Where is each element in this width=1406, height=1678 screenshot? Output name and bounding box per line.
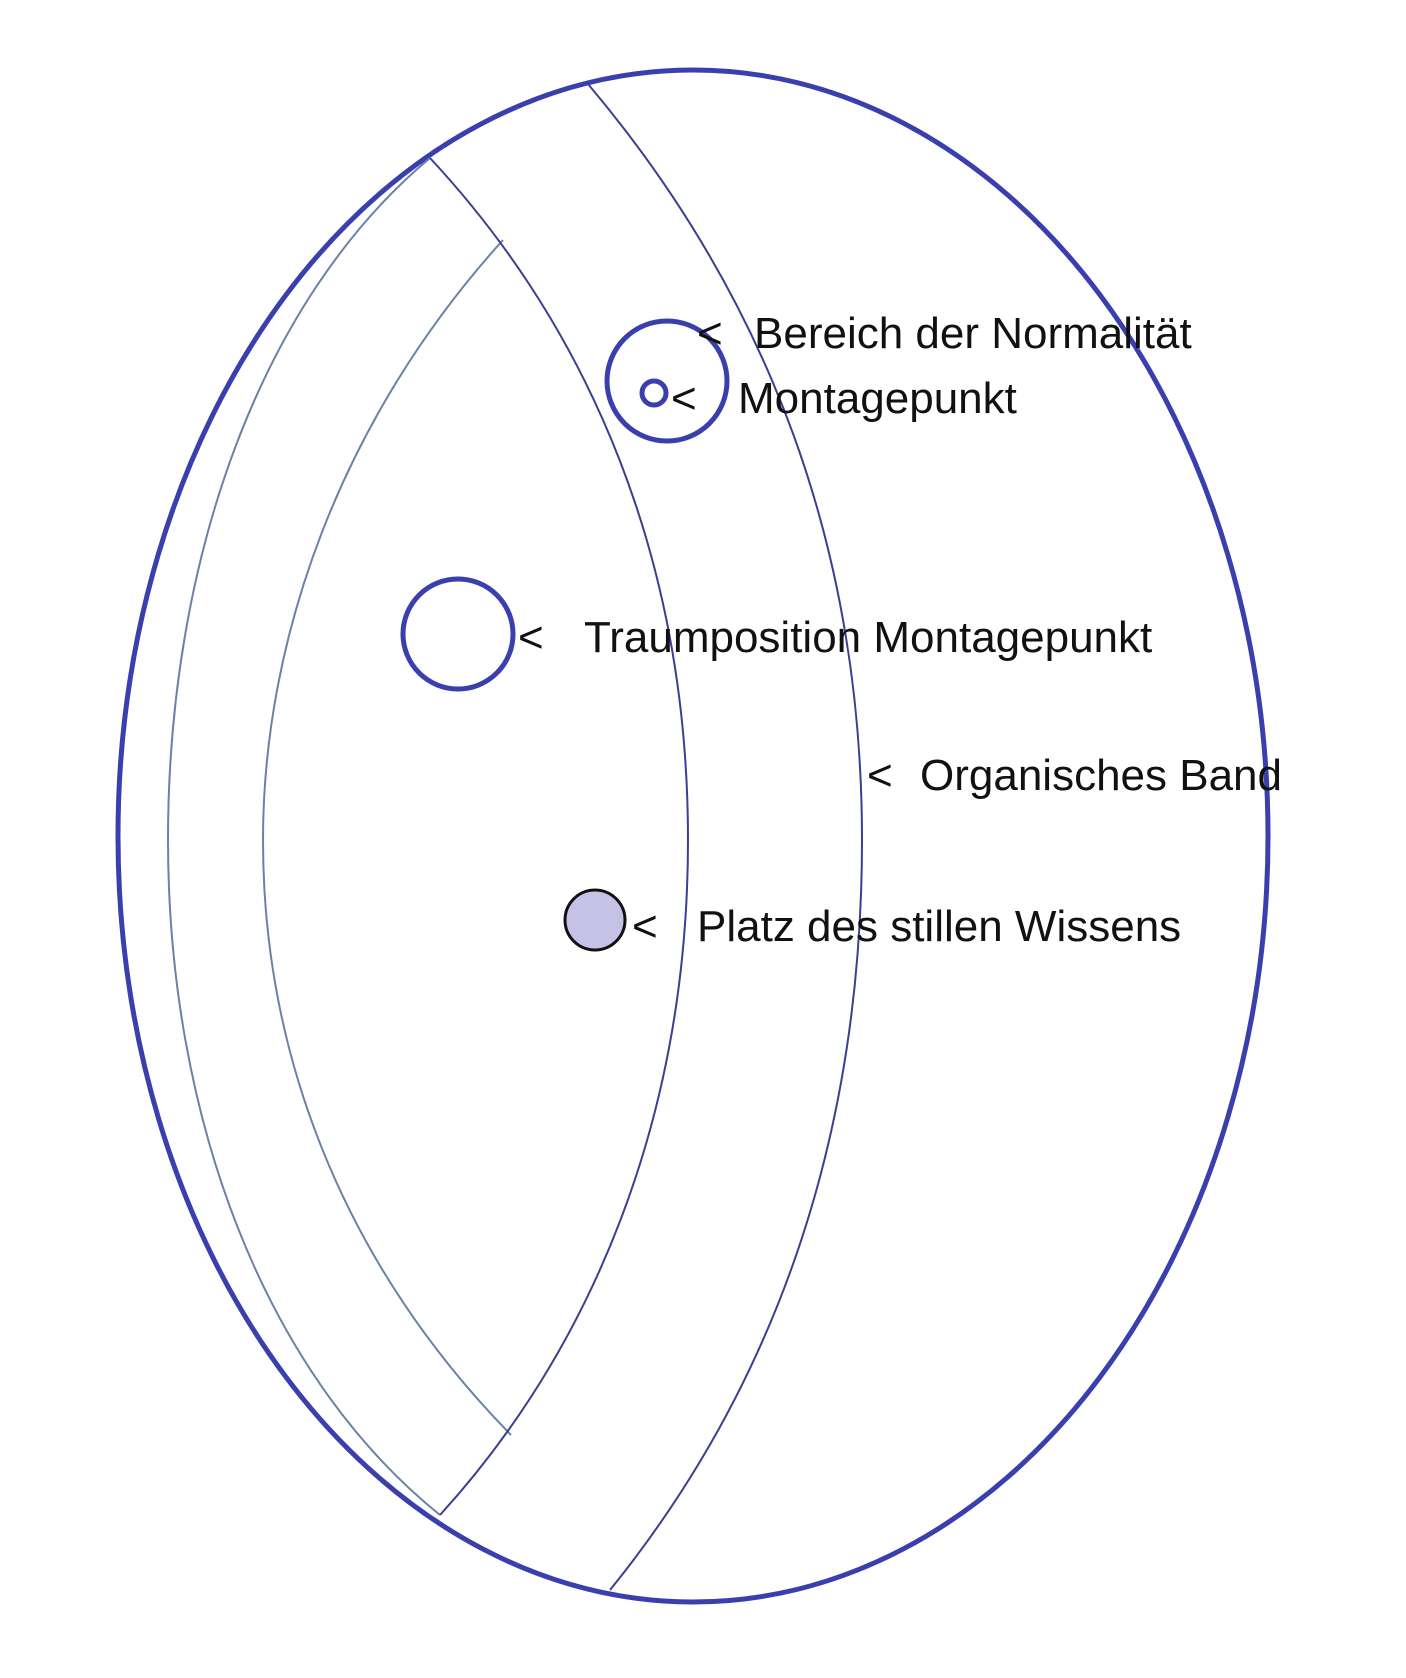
assemblage-point-pointer: < <box>671 374 697 423</box>
assemblage-point-label: Montagepunkt <box>738 374 1017 423</box>
silent-knowledge-label: Platz des stillen Wissens <box>697 902 1181 951</box>
band-right-edge <box>587 83 864 1591</box>
egg-outline <box>115 67 1271 1605</box>
silent-knowledge-dot <box>563 888 627 952</box>
organic-band-pointer: < <box>867 751 893 800</box>
dream-position-circle <box>400 576 516 692</box>
dream-position-pointer: < <box>518 613 544 662</box>
organic-band-label: Organisches Band <box>920 751 1282 800</box>
inner-region-curve <box>261 239 512 1436</box>
assemblage-point-circle <box>639 378 669 408</box>
normality-pointer: < <box>697 309 723 358</box>
normality-label: Bereich der Normalität <box>754 309 1192 358</box>
band-left-edge <box>429 157 690 1516</box>
silent-knowledge-pointer: < <box>632 902 658 951</box>
left-band-outer-curve <box>166 157 441 1516</box>
dream-position-label: Traumposition Montagepunkt <box>584 613 1152 662</box>
normality-area-circle <box>604 318 730 444</box>
